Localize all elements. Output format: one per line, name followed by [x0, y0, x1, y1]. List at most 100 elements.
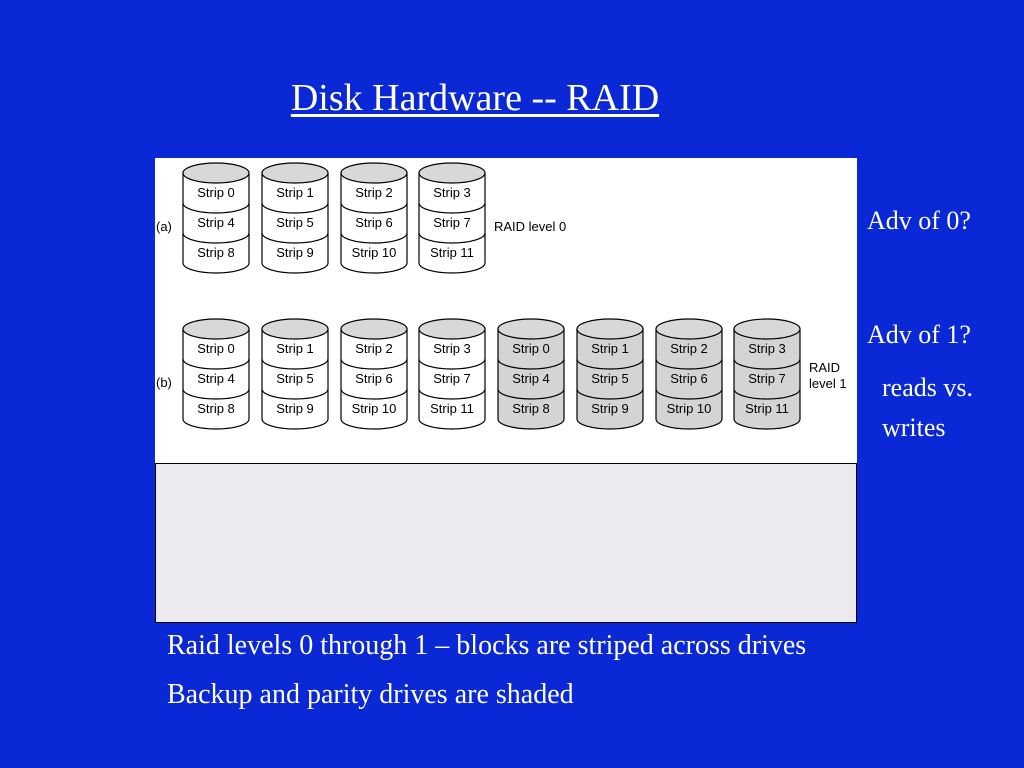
disk-strip-label: Strip 0 — [197, 341, 235, 356]
disk-strip-label: Strip 2 — [355, 185, 393, 200]
row-b-label-line-1: RAID — [809, 360, 840, 375]
disk-body — [182, 328, 250, 430]
disk-strip-separator — [733, 388, 801, 400]
disk-body — [655, 328, 723, 430]
note-adv-of-1: Adv of 1? — [867, 320, 971, 349]
disk-strip-separator — [340, 202, 408, 214]
row-b-label-line-2: level 1 — [809, 376, 847, 391]
disk-top — [261, 162, 329, 184]
bullet-shaded: Backup and parity drives are shaded — [167, 679, 574, 710]
disk-strip-label: Strip 9 — [276, 401, 314, 416]
disk-strip-label: Strip 6 — [355, 215, 393, 230]
note-reads-vs: reads vs. — [882, 373, 973, 402]
disk-strip-label: Strip 4 — [197, 215, 235, 230]
disk-strip-separator — [182, 388, 250, 400]
disk-strip-label: Strip 4 — [512, 371, 550, 386]
raid-0-disk: Strip 3 Strip 7 Strip 11 — [418, 162, 486, 274]
disk-body — [418, 172, 486, 274]
disk-body — [261, 328, 329, 430]
disk-body — [261, 172, 329, 274]
disk-strip-label: Strip 10 — [352, 401, 397, 416]
disk-body — [418, 328, 486, 430]
disk-strip-separator — [733, 358, 801, 370]
disk-strip-separator — [182, 202, 250, 214]
disk-strip-separator — [418, 202, 486, 214]
bullet-striping: Raid levels 0 through 1 – blocks are str… — [167, 630, 807, 661]
disk-top — [576, 318, 644, 340]
disk-strip-separator — [497, 358, 565, 370]
disk-strip-separator — [261, 202, 329, 214]
slide-title: Disk Hardware -- RAID — [290, 77, 660, 119]
disk-strip-separator — [418, 232, 486, 244]
note-writes: writes — [882, 413, 946, 442]
disk-top — [261, 318, 329, 340]
disk-strip-label: Strip 1 — [276, 185, 314, 200]
disk-top — [182, 162, 250, 184]
disk-strip-label: Strip 7 — [433, 371, 471, 386]
disk-strip-separator — [418, 358, 486, 370]
disk-strip-separator — [655, 388, 723, 400]
raid-1-disk: Strip 0 Strip 4 Strip 8 — [497, 318, 565, 430]
disk-strip-label: Strip 7 — [748, 371, 786, 386]
disk-top — [418, 318, 486, 340]
disk-strip-label: Strip 3 — [433, 341, 471, 356]
raid-1-disk: Strip 0 Strip 4 Strip 8 — [182, 318, 250, 430]
disk-strip-label: Strip 2 — [355, 341, 393, 356]
disk-strip-label: Strip 5 — [591, 371, 629, 386]
disk-strip-separator — [340, 388, 408, 400]
disk-top — [418, 162, 486, 184]
disk-top — [340, 318, 408, 340]
row-a-tag: (a) — [156, 219, 172, 234]
disk-strip-label: Strip 9 — [591, 401, 629, 416]
disk-top — [655, 318, 723, 340]
disk-body — [340, 172, 408, 274]
disk-strip-label: Strip 7 — [433, 215, 471, 230]
disk-strip-separator — [497, 388, 565, 400]
disk-top — [182, 318, 250, 340]
raid-diagram: (a) RAID level 0 (b) RAID level 1 Strip … — [155, 158, 857, 464]
disk-strip-label: Strip 11 — [430, 245, 474, 260]
disk-strip-label: Strip 5 — [276, 371, 314, 386]
disk-strip-label: Strip 6 — [355, 371, 393, 386]
raid-diagram-svg: (a) RAID level 0 (b) RAID level 1 Strip … — [156, 162, 847, 430]
disk-strip-label: Strip 1 — [591, 341, 629, 356]
disk-strip-separator — [261, 232, 329, 244]
disk-strip-label: Strip 1 — [276, 341, 314, 356]
disk-strip-label: Strip 9 — [276, 245, 314, 260]
disk-strip-separator — [655, 358, 723, 370]
disk-strip-separator — [340, 358, 408, 370]
blank-panel — [155, 463, 857, 623]
disk-body — [497, 328, 565, 430]
disk-body — [733, 328, 801, 430]
disk-strip-separator — [182, 232, 250, 244]
disk-strip-label: Strip 3 — [433, 185, 471, 200]
disk-top — [497, 318, 565, 340]
raid-1-disk: Strip 3 Strip 7 Strip 11 — [418, 318, 486, 430]
disk-strip-label: Strip 6 — [670, 371, 708, 386]
disk-strip-label: Strip 0 — [512, 341, 550, 356]
disk-body — [182, 172, 250, 274]
row-a-label: RAID level 0 — [494, 219, 566, 234]
disk-strip-separator — [261, 388, 329, 400]
note-adv-of-0: Adv of 0? — [867, 206, 971, 235]
disk-top — [340, 162, 408, 184]
disk-strip-label: Strip 8 — [512, 401, 550, 416]
disk-strip-label: Strip 11 — [430, 401, 474, 416]
disk-strip-label: Strip 2 — [670, 341, 708, 356]
disk-strip-label: Strip 8 — [197, 401, 235, 416]
disk-body — [576, 328, 644, 430]
disk-strip-label: Strip 4 — [197, 371, 235, 386]
raid-1-disk: Strip 2 Strip 6 Strip 10 — [340, 318, 408, 430]
raid-1-disk: Strip 1 Strip 5 Strip 9 — [576, 318, 644, 430]
raid-1-disk: Strip 2 Strip 6 Strip 10 — [655, 318, 723, 430]
disk-body — [340, 328, 408, 430]
disk-strip-separator — [576, 388, 644, 400]
row-b-tag: (b) — [156, 375, 172, 390]
disk-strip-label: Strip 10 — [667, 401, 712, 416]
